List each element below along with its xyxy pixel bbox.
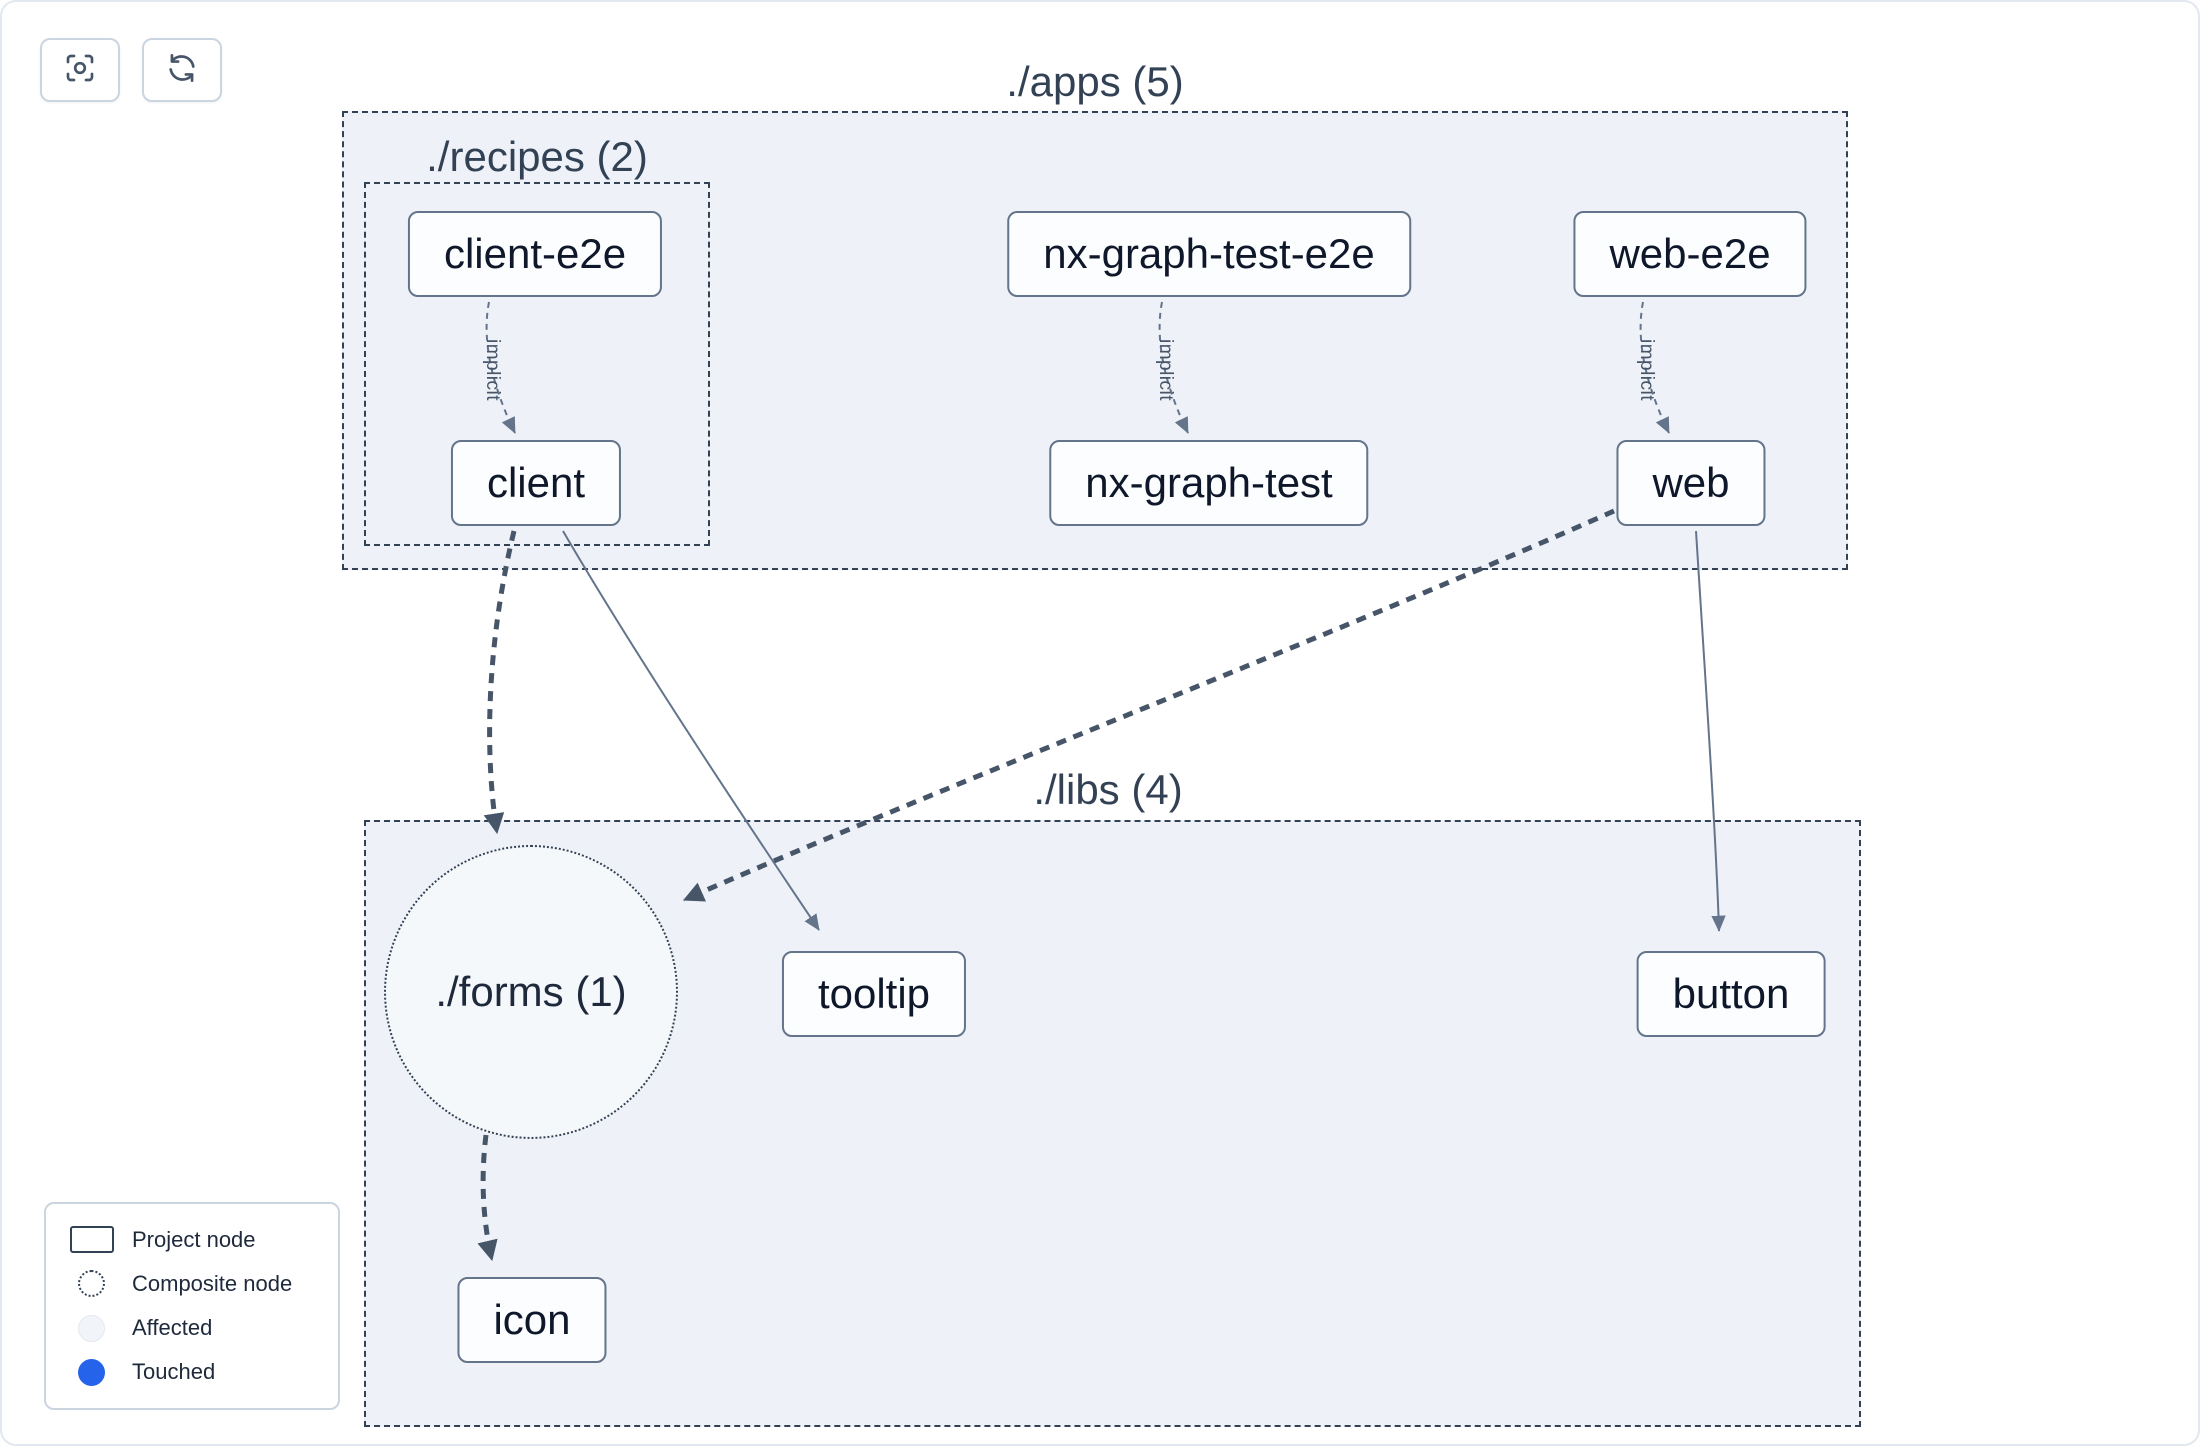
group-recipes[interactable]	[364, 182, 710, 546]
group-recipes-label: ./recipes (2)	[426, 133, 648, 180]
refresh-button[interactable]	[142, 38, 222, 102]
edge-label-implicit: implicit	[1636, 338, 1657, 402]
legend-item-composite-node: Composite node	[70, 1270, 314, 1298]
legend-item-affected: Affected	[70, 1314, 314, 1342]
edge-label-implicit: implicit	[482, 338, 503, 402]
group-libs-label: ./libs (4)	[1033, 766, 1183, 813]
legend-label: Composite node	[132, 1270, 293, 1296]
legend-label: Project node	[132, 1226, 256, 1252]
node-nx-graph-test-e2e[interactable]: nx-graph-test-e2e	[1007, 211, 1411, 297]
project-node-icon	[70, 1226, 114, 1253]
node-client[interactable]: client	[450, 440, 622, 526]
touched-icon	[78, 1358, 105, 1386]
focus-button[interactable]	[40, 38, 120, 102]
node-web[interactable]: web	[1616, 440, 1766, 526]
affected-icon	[78, 1314, 105, 1342]
toolbar	[40, 38, 222, 102]
legend-item-project-node: Project node	[70, 1226, 314, 1253]
legend: Project node Composite node Affected Tou…	[44, 1202, 340, 1410]
composite-node-forms-label: ./forms (1)	[435, 968, 627, 1015]
legend-label: Touched	[132, 1359, 216, 1385]
node-button[interactable]: button	[1636, 951, 1826, 1037]
node-tooltip[interactable]: tooltip	[781, 951, 967, 1037]
node-client-e2e[interactable]: client-e2e	[407, 211, 663, 297]
node-web-e2e[interactable]: web-e2e	[1573, 211, 1807, 297]
refresh-icon	[164, 50, 200, 91]
node-nx-graph-test[interactable]: nx-graph-test	[1049, 440, 1369, 526]
edge-label-implicit: implicit	[1155, 338, 1176, 402]
composite-node-icon	[78, 1270, 105, 1298]
node-icon[interactable]: icon	[457, 1277, 607, 1363]
legend-item-touched: Touched	[70, 1358, 314, 1386]
legend-label: Affected	[132, 1315, 213, 1341]
group-apps-label: ./apps (5)	[1006, 58, 1184, 105]
crosshair-icon	[62, 50, 98, 91]
edge-client-forms[interactable]	[483, 530, 517, 835]
